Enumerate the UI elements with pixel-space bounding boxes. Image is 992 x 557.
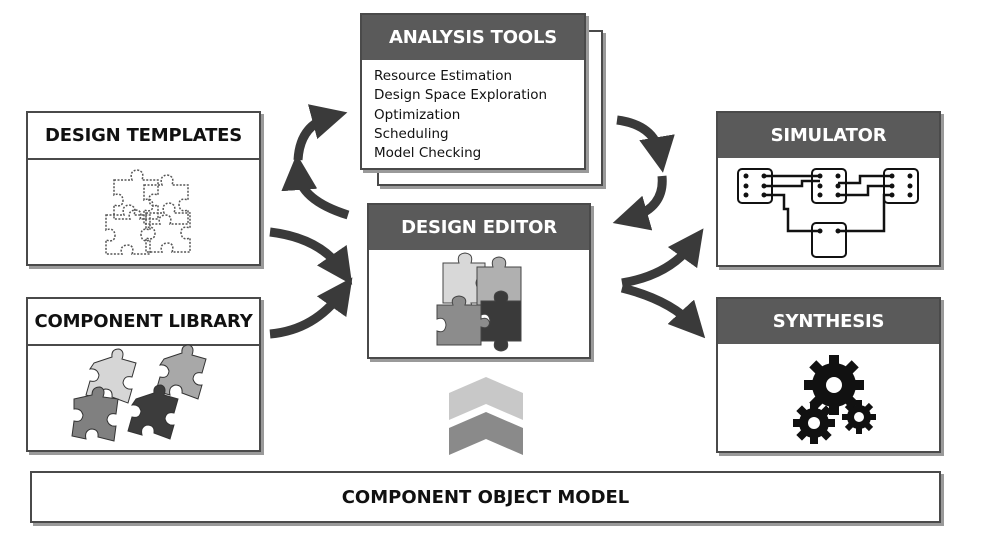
arrow-right-to-editor [612,175,667,231]
circuit-block [811,168,847,204]
arrow-loop-upper-left [293,104,348,161]
puzzle-pieces-icon [71,344,207,442]
analysis-tools-list: Resource Estimation Design Space Explora… [374,67,547,163]
assembled-puzzle-icon [436,252,522,352]
design-editor-title: DESIGN EDITOR [369,205,589,250]
component-library-box: COMPONENT LIBRARY [26,297,261,452]
component-library-title: COMPONENT LIBRARY [28,299,259,346]
arrow-library-to-editor [269,277,353,339]
arrow-editor-to-simulator [621,228,704,288]
puzzle-outline-icon [105,169,191,255]
synthesis-box: SYNTHESIS [716,297,941,453]
arrow-analysis-to-right [616,115,675,173]
arrow-templates-to-editor [269,227,353,285]
circuit-block [811,222,847,258]
synthesis-title: SYNTHESIS [718,299,939,344]
simulator-title: SIMULATOR [718,113,939,158]
design-templates-box: DESIGN TEMPLATES [26,111,261,266]
list-item: Resource Estimation [374,68,513,84]
arrow-editor-to-synthesis [620,283,706,339]
design-editor-box: DESIGN EDITOR [367,203,591,359]
chevron-lower [449,412,523,455]
circuit-icon [737,168,919,258]
list-item: Model Checking [374,145,482,162]
analysis-tools-box: ANALYSIS TOOLS Resource Estimation Desig… [360,13,586,170]
component-object-model-bar: COMPONENT OBJECT MODEL [30,471,941,523]
list-item: Optimization [374,106,461,123]
list-item: Scheduling [374,125,449,142]
gears-icon [793,355,876,444]
chevron-upper [449,377,523,420]
design-templates-title: DESIGN TEMPLATES [28,113,259,160]
simulator-box: SIMULATOR [716,111,941,267]
analysis-tools-title: ANALYSIS TOOLS [362,15,584,60]
list-item: Design Space Exploration [374,87,548,104]
arrow-editor-to-analysis [281,154,350,220]
